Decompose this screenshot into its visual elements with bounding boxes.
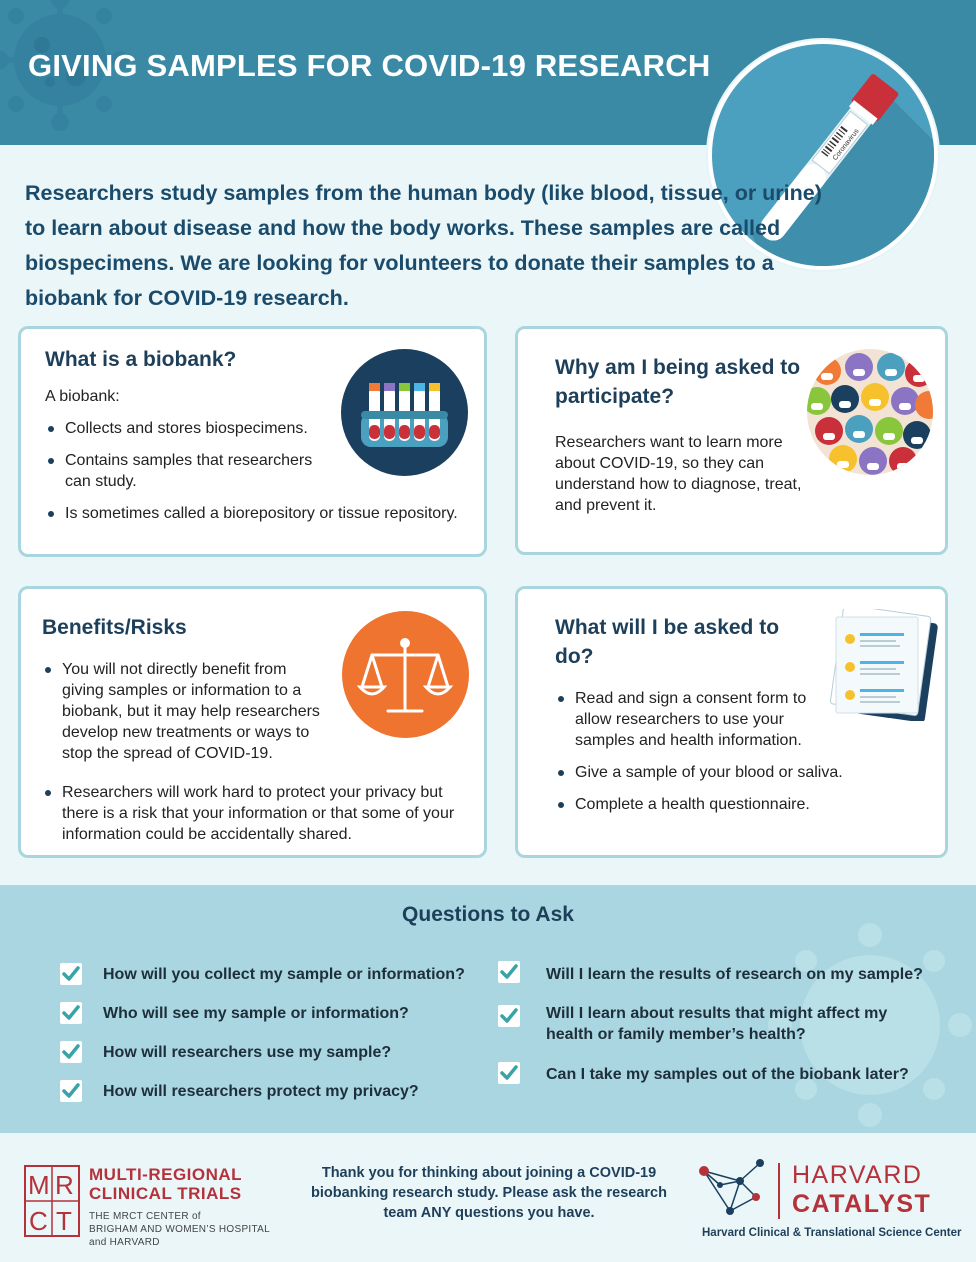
- harvard-catalyst-subtitle: Harvard Clinical & Translational Science…: [702, 1227, 962, 1239]
- list-item: Is sometimes called a biorepository or t…: [45, 503, 475, 524]
- benefits-heading: Benefits/Risks: [42, 616, 187, 639]
- biobank-heading: What is a biobank?: [45, 348, 237, 371]
- biobank-card: What is a biobank? A biobank: Collects a…: [18, 326, 487, 557]
- benefits-list: You will not directly benefit from givin…: [42, 659, 462, 856]
- logo-divider: [778, 1163, 780, 1219]
- asked-card: What will I be asked to do? Read and sig…: [515, 586, 948, 858]
- page-title: GIVING SAMPLES FOR COVID-19 RESEARCH: [28, 48, 711, 83]
- list-item: Collects and stores biospecimens.: [45, 418, 475, 439]
- footer: M R C T MULTI-REGIONAL CLINICAL TRIALS T…: [0, 1133, 976, 1262]
- question-item: Can I take my samples out of the biobank…: [546, 1066, 909, 1083]
- checkbox-icon: [498, 1062, 520, 1084]
- svg-text:C: C: [29, 1206, 48, 1236]
- why-body: Researchers want to learn more about COV…: [555, 434, 802, 514]
- thanks-text: Thank you for thinking about joining a C…: [311, 1165, 667, 1221]
- list-item: Researchers will work hard to protect yo…: [42, 782, 462, 845]
- harvard-catalyst-logo-icon: [699, 1159, 764, 1215]
- intro-text: Researchers study samples from the human…: [25, 181, 822, 310]
- why-heading: Why am I being asked to participate?: [555, 356, 801, 408]
- test-tube-illustration: Coronavirus: [708, 40, 938, 270]
- list-item: Contains samples that researchers can st…: [45, 450, 335, 492]
- scales-icon: [342, 611, 469, 738]
- question-item: Will I learn about results that might af…: [546, 1005, 888, 1043]
- mrct-name: MULTI-REGIONAL CLINICAL TRIALS: [89, 1165, 243, 1203]
- clipboard-icon: [830, 609, 938, 721]
- questions-section: Questions to Ask How will you collect my…: [0, 885, 976, 1133]
- virus-icon: [0, 0, 129, 131]
- masked-crowd-icon: [807, 349, 933, 475]
- test-tube-icon: Coronavirus: [752, 74, 934, 266]
- question-item: Will I learn the results of research on …: [546, 966, 923, 983]
- biobank-lead: A biobank:: [45, 388, 120, 405]
- checkbox-icon: [60, 1041, 82, 1063]
- biobank-list: Collects and stores biospecimens. Contai…: [45, 418, 475, 535]
- test-tubes-icon: [341, 349, 468, 476]
- checkbox-icon: [60, 1002, 82, 1024]
- asked-list: Read and sign a consent form to allow re…: [555, 688, 945, 826]
- benefits-card: Benefits/Risks You will not directly ben…: [18, 586, 487, 858]
- checkbox-icon: [60, 1080, 82, 1102]
- checkbox-icon: [498, 961, 520, 983]
- checkbox-icon: [498, 1005, 520, 1027]
- asked-heading: What will I be asked to do?: [555, 616, 780, 668]
- question-item: Who will see my sample or information?: [103, 1005, 409, 1022]
- question-item: How will you collect my sample or inform…: [103, 966, 465, 983]
- svg-text:M: M: [28, 1170, 50, 1200]
- list-item: You will not directly benefit from givin…: [42, 659, 332, 764]
- question-item: How will researchers protect my privacy?: [103, 1083, 419, 1100]
- list-item: Read and sign a consent form to allow re…: [555, 688, 810, 751]
- question-item: How will researchers use my sample?: [103, 1044, 392, 1061]
- virus-icon: [768, 923, 972, 1127]
- svg-text:T: T: [56, 1206, 72, 1236]
- mrct-subtitle: THE MRCT CENTER of BRIGHAM AND WOMEN’S H…: [89, 1211, 271, 1248]
- why-card: Why am I being asked to participate? Res…: [515, 326, 948, 555]
- list-item: Give a sample of your blood or saliva.: [555, 762, 945, 783]
- svg-text:R: R: [55, 1170, 74, 1200]
- list-item: Complete a health questionnaire.: [555, 794, 945, 815]
- mrct-logo: M R C T: [24, 1165, 80, 1237]
- questions-heading: Questions to Ask: [402, 903, 574, 926]
- checkbox-icon: [60, 963, 82, 985]
- harvard-catalyst-name: HARVARD CATALYST: [792, 1161, 932, 1218]
